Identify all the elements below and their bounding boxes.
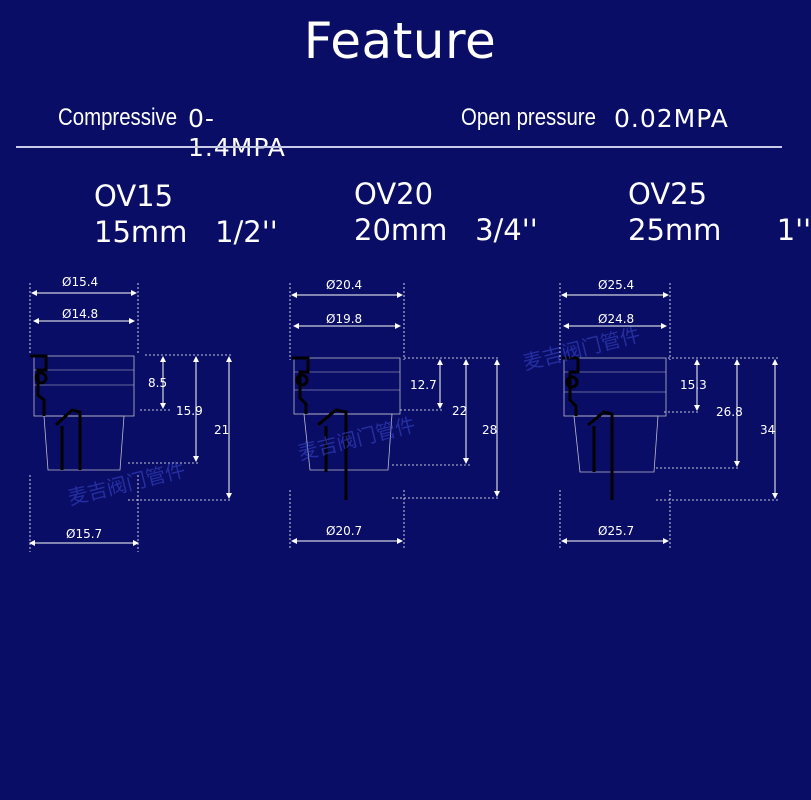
dim-label-h2: 15.9: [176, 404, 203, 418]
dim-label-h2: 26.8: [716, 405, 743, 419]
dim-label-bottom: Ø15.7: [66, 527, 102, 541]
open-pressure-label: Open pressure: [461, 104, 596, 131]
model-inch: 3/4'': [475, 213, 538, 247]
dim-label-top2: Ø19.8: [326, 312, 362, 326]
divider-line: [16, 146, 782, 148]
model-heading-ov25: OV25 25mm 1'': [628, 176, 811, 248]
model-name: OV25: [628, 177, 708, 211]
dim-label-bottom: Ø20.7: [326, 524, 362, 538]
dim-label-h1: 12.7: [410, 378, 437, 392]
model-inch: 1/2'': [215, 215, 278, 249]
model-heading-ov15: OV15 15mm 1/2'': [94, 178, 278, 250]
open-pressure-spec: Open pressure: [461, 104, 620, 132]
drawing-ov25: [559, 283, 780, 548]
model-inch: 1'': [776, 213, 811, 247]
model-heading-ov20: OV20 20mm 3/4'': [354, 176, 538, 248]
model-name: OV15: [94, 179, 174, 213]
model-size: 25mm: [628, 213, 722, 247]
model-name: OV20: [354, 177, 434, 211]
page-title: Feature: [303, 12, 497, 70]
dim-label-h2: 22: [452, 404, 467, 418]
dim-label-top2: Ø24.8: [598, 312, 634, 326]
compressive-spec: Compressive: [58, 104, 198, 132]
model-size-row: 25mm 1'': [628, 212, 811, 248]
dim-label-h1: 15.3: [680, 378, 707, 392]
model-size: 20mm: [354, 213, 448, 247]
dim-label-h3: 21: [214, 423, 229, 437]
dim-label-top2: Ø14.8: [62, 307, 98, 321]
dim-label-h3: 28: [482, 423, 497, 437]
compressive-label: Compressive: [58, 104, 178, 131]
watermark-text: 麦吉阀门管件: [295, 413, 417, 465]
model-size: 15mm: [94, 215, 188, 249]
drawing-ov20: [289, 283, 500, 548]
dim-label-h1: 8.5: [148, 376, 167, 390]
watermark-text: 麦吉阀门管件: [520, 323, 642, 375]
dim-label-top1: Ø20.4: [326, 278, 362, 292]
open-pressure-value: 0.02MPA: [614, 104, 729, 133]
dim-labels-ov15: Ø15.4 Ø14.8 Ø15.7 8.5 15.9 21: [62, 275, 229, 541]
dim-label-top1: Ø15.4: [62, 275, 98, 289]
model-size-row: 15mm 1/2'': [94, 214, 278, 250]
dim-label-top1: Ø25.4: [598, 278, 634, 292]
watermark-text: 麦吉阀门管件: [65, 458, 187, 510]
model-size-row: 20mm 3/4'': [354, 212, 538, 248]
dim-label-bottom: Ø25.7: [598, 524, 634, 538]
dim-labels-ov20: Ø20.4 Ø19.8 Ø20.7 12.7 22 28: [326, 278, 497, 538]
dim-labels-ov25: Ø25.4 Ø24.8 Ø25.7 15.3 26.8 34: [598, 278, 775, 538]
drawing-ov15: [29, 283, 232, 552]
dim-label-h3: 34: [760, 423, 775, 437]
